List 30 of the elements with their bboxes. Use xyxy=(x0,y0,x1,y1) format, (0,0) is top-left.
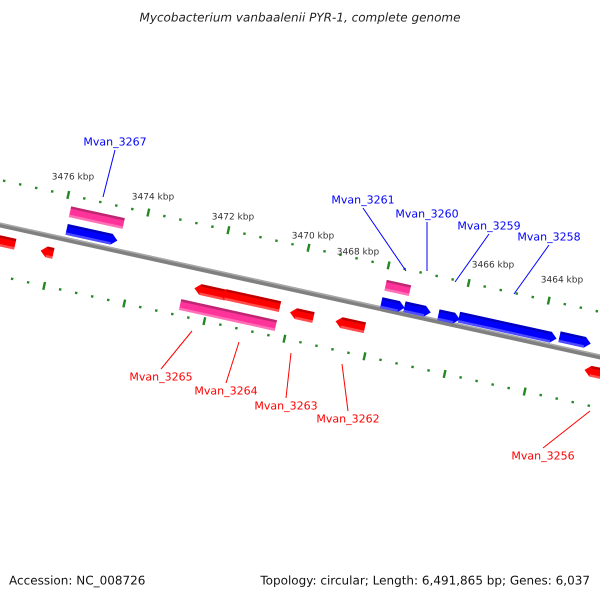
scale-label: 3474 kbp xyxy=(132,192,174,204)
title: Mycobacterium vanbaalenii PYR-1, complete genome xyxy=(140,12,460,24)
gene-label: Mvan_3258 xyxy=(517,230,581,244)
scale-label: 3468 kbp xyxy=(336,246,380,260)
leader-line xyxy=(342,364,348,412)
leader-line xyxy=(542,410,590,448)
leader-line xyxy=(226,342,240,384)
scale-label: 3472 kbp xyxy=(212,212,254,224)
gene-label: Mvan_3263 xyxy=(254,400,318,412)
leader-line xyxy=(102,150,116,198)
gene-label: Mvan_3267 xyxy=(83,136,147,148)
gene-label: Mvan_3260 xyxy=(395,208,459,220)
gene-label: Mvan_3264 xyxy=(194,384,258,398)
gene-label: Mvan_3261 xyxy=(331,194,395,206)
scale-label: 3464 kbp xyxy=(540,274,584,288)
leader-line xyxy=(362,208,406,272)
genome-summary-text: Topology: circular; Length: 6,491,865 bp; Genes: 6,037 xyxy=(260,574,590,588)
gene-label: Mvan_3259 xyxy=(457,220,521,232)
scale-label: 3476 kbp xyxy=(52,172,94,184)
accession-text: Accession: NC_008726 xyxy=(9,574,146,588)
leader-line xyxy=(454,234,490,282)
gene-label: Mvan_3262 xyxy=(316,412,380,426)
leader-line xyxy=(160,330,192,370)
scale-label: 3470 kbp xyxy=(292,230,334,244)
scale-label: 3466 kbp xyxy=(472,260,514,272)
gene-label: Mvan_3265 xyxy=(129,370,193,384)
leader-line xyxy=(514,244,550,294)
leader-line xyxy=(286,352,292,398)
leader-line xyxy=(426,222,428,272)
gene-label: Mvan_3256 xyxy=(511,450,575,462)
